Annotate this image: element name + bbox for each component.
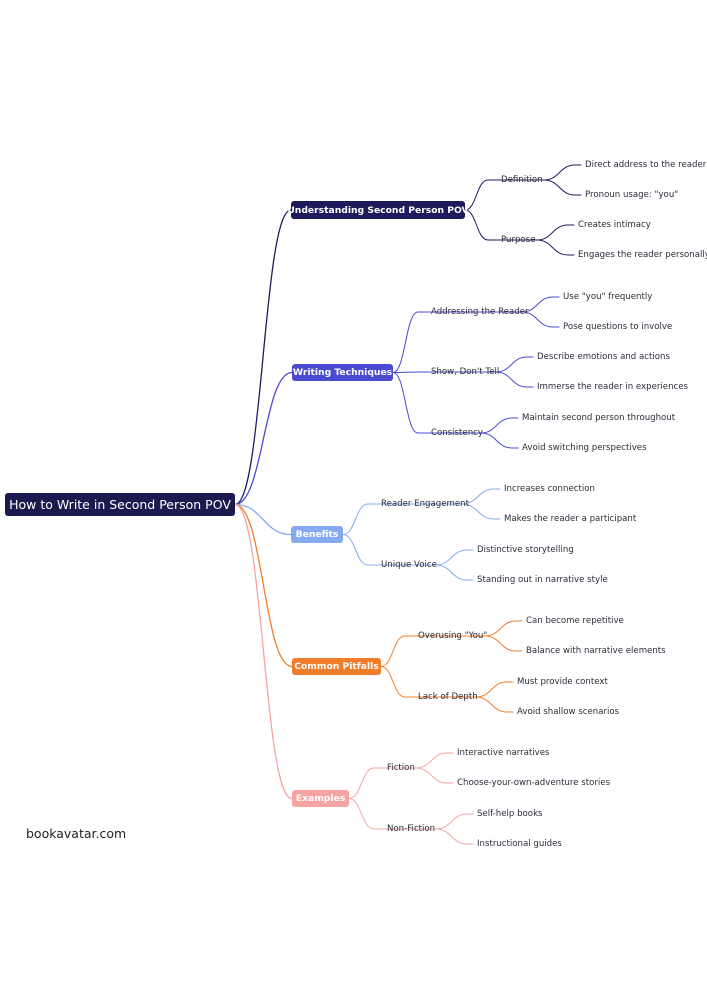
branch-node: Benefits (291, 526, 343, 543)
subtopic-label: Fiction (387, 762, 415, 773)
leaf-connector (461, 503, 501, 520)
leaf-connector (495, 371, 534, 388)
leaf-label: Use "you" frequently (563, 291, 653, 302)
leaf-connector (484, 635, 523, 652)
leaf-label: Avoid shallow scenarios (517, 706, 620, 717)
leaf-connector (521, 296, 560, 313)
leaf-label: Pronoun usage: "you" (585, 189, 679, 200)
child-connector (392, 311, 523, 373)
leaf-label: Creates intimacy (578, 219, 651, 230)
branch-node: Understanding Second Person POV (287, 201, 469, 219)
leaf-label: Immerse the reader in experiences (537, 381, 689, 392)
branch-connector (234, 503, 293, 800)
child-connector (464, 179, 545, 211)
leaf-connector (543, 164, 582, 181)
subtopic-label: Non-Fiction (387, 823, 436, 834)
child-connector (342, 503, 463, 535)
child-connector (392, 371, 497, 373)
leaf-label: Engages the reader personally (578, 249, 707, 260)
subtopic-label: Reader Engagement (381, 498, 469, 509)
leaf-connector (495, 356, 534, 373)
leaf-connector (536, 239, 575, 256)
leaf-label: Distinctive storytelling (477, 544, 574, 555)
subtopic-label: Definition (501, 174, 543, 185)
leaf-connector (461, 488, 501, 505)
leaf-label: Balance with narrative elements (526, 645, 666, 656)
leaf-connector (480, 417, 519, 434)
leaf-label: Can become repetitive (526, 615, 624, 626)
leaf-label: Makes the reader a participant (504, 513, 637, 524)
branch-node: Examples (292, 790, 349, 807)
branch-connector (234, 503, 293, 668)
leaf-connector (536, 224, 575, 241)
branch-node: Writing Techniques (292, 364, 393, 381)
subtopic-label: Purpose (501, 234, 536, 245)
child-connector (464, 209, 538, 241)
leaf-connector (435, 828, 474, 845)
leaf-connector (435, 549, 474, 566)
leaf-connector (543, 179, 582, 196)
leaf-label: Choose-your-own-adventure stories (457, 777, 611, 788)
branch-connector (234, 209, 292, 506)
leaf-label: Pose questions to involve (563, 321, 673, 332)
leaf-label: Self-help books (477, 808, 543, 819)
site-credit: bookavatar.com (26, 826, 127, 841)
leaf-connector (415, 767, 454, 784)
child-connector (380, 635, 486, 667)
leaf-label: Increases connection (504, 483, 595, 494)
subtopic-label: Addressing the Reader (431, 306, 529, 317)
leaf-connector (475, 681, 514, 698)
root-node: How to Write in Second Person POV (5, 493, 235, 516)
subtopic-label: Lack of Depth (418, 691, 478, 702)
subtopic-label: Unique Voice (381, 559, 437, 570)
leaf-label: Maintain second person throughout (522, 412, 676, 423)
child-connector (392, 372, 482, 434)
leaf-label: Instructional guides (477, 838, 562, 849)
subtopic-label: Consistency (431, 427, 483, 438)
leaf-connector (475, 696, 514, 713)
subtopic-label: Show, Don't Tell (431, 366, 500, 377)
subtopic-label: Overusing "You" (418, 630, 488, 641)
child-connector (342, 534, 437, 566)
leaf-label: Standing out in narrative style (477, 574, 608, 585)
leaf-connector (415, 752, 454, 769)
child-connector (380, 666, 477, 698)
branch-connector (234, 503, 292, 536)
leaf-label: Avoid switching perspectives (522, 442, 647, 453)
leaf-connector (435, 813, 474, 830)
leaf-connector (480, 432, 519, 449)
branch-node: Common Pitfalls (292, 658, 381, 675)
leaf-label: Direct address to the reader (585, 159, 707, 170)
child-connector (348, 798, 437, 830)
leaf-connector (435, 564, 474, 581)
leaf-label: Must provide context (517, 676, 608, 687)
leaf-connector (484, 620, 523, 637)
leaf-connector (521, 311, 560, 328)
leaf-label: Interactive narratives (457, 747, 550, 758)
leaf-label: Describe emotions and actions (537, 351, 670, 362)
child-connector (348, 767, 417, 799)
branch-connector (234, 371, 293, 506)
